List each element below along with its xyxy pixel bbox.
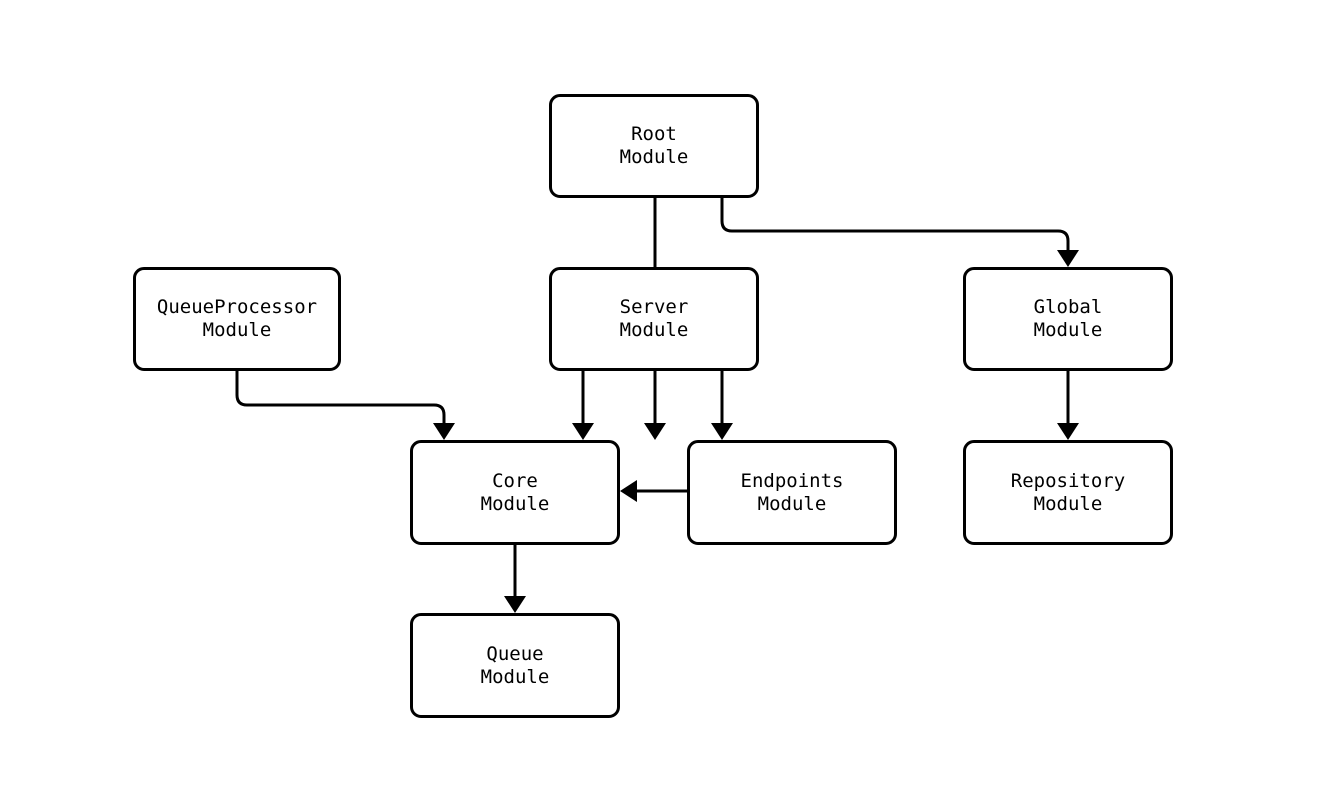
edge-arrowhead [572,423,594,440]
edge-arrowhead [644,423,666,440]
edge-queueprocessor-to-core [235,371,455,440]
edge-arrowhead [504,596,526,613]
edge-arrowhead [1057,423,1079,440]
node-label-line2: Module [619,146,689,168]
node-label-line1: Repository [1010,469,1126,492]
node-label-line2: Module [1033,319,1103,341]
edge-line [235,371,446,424]
edge-root-to-global [720,198,1079,267]
node-label-line1: Server [619,296,689,318]
edge-arrowhead [620,480,637,502]
node-label-line2: Module [757,492,827,515]
edge-arrowhead [711,423,733,440]
edge-line [720,198,1070,251]
edge-global-to-repository [1057,371,1079,440]
node-label-line1: QueueProcessor [156,296,318,318]
node-label-line1: Global [1033,296,1103,318]
edge-arrowhead [433,423,455,440]
edge-server-to-core [572,371,594,440]
edge-endpoints-to-core [620,480,687,502]
edge-server-to-endpoints [711,371,733,440]
node-label-line2: Module [480,492,550,515]
node-label-line2: Module [202,319,272,341]
node-label-line1: Endpoints [740,469,844,492]
edge-core-to-queue [504,545,526,613]
node-label-line1: Core [492,469,538,492]
node-label-line2: Module [619,319,689,341]
node-label-line1: Root [631,123,677,145]
node-label-line1: Queue [486,642,544,665]
edge-arrowhead [1057,250,1079,267]
node-label-line2: Module [1033,492,1103,515]
node-label-line2: Module [480,665,550,688]
